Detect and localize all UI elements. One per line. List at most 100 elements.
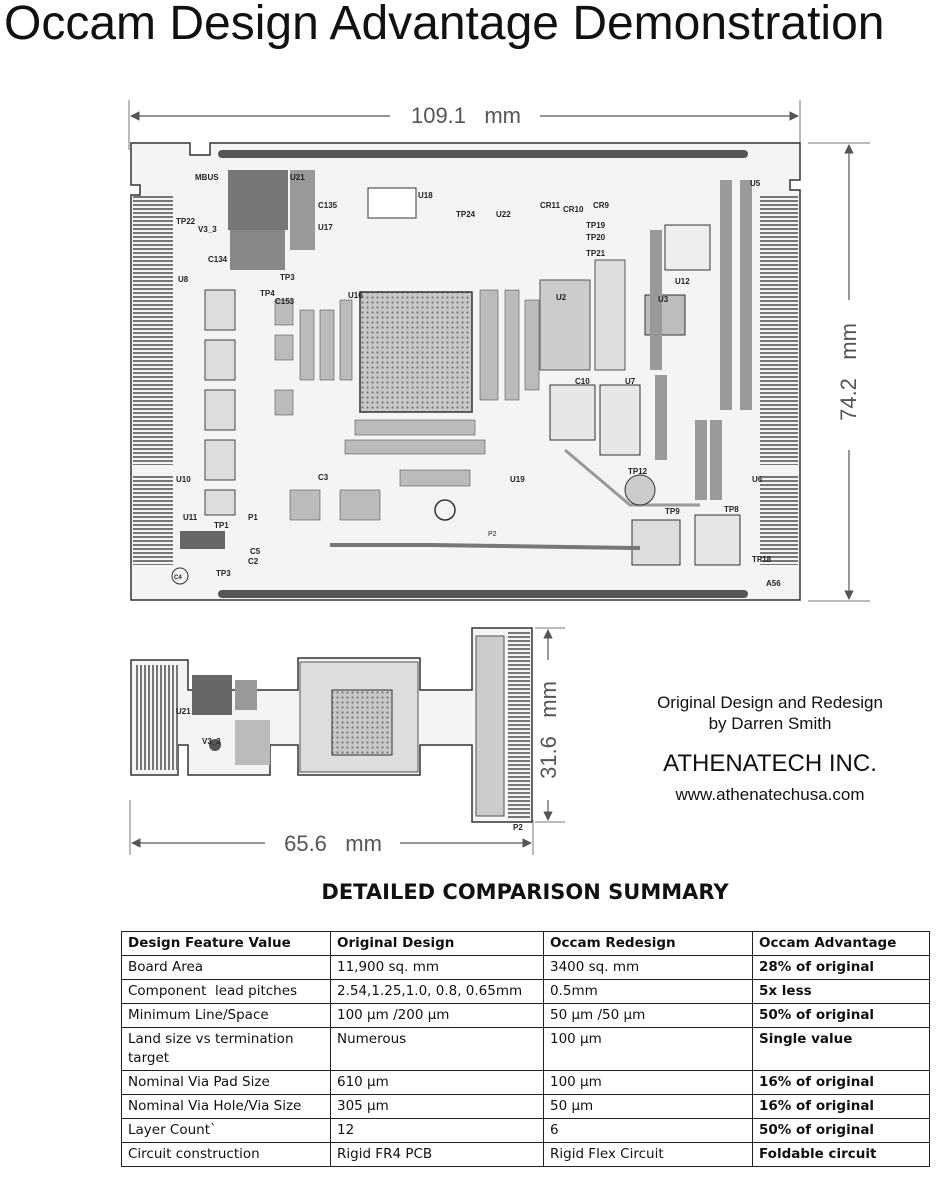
cell-redesign: 50 µm [543, 1094, 753, 1119]
cell-feature: Component lead pitches [121, 979, 331, 1004]
width-dimension-original: 109.1 mm [128, 100, 801, 150]
height-dimension-redesign: 31.6 mm [535, 627, 565, 823]
label-v3-3: V3_3 [198, 225, 217, 234]
cell-original: 610 µm [330, 1070, 544, 1095]
table-row: Circuit construction Rigid FR4 PCB Rigid… [121, 1142, 930, 1167]
cell-advantage: Single value [752, 1027, 930, 1071]
cell-advantage: Foldable circuit [752, 1142, 930, 1167]
label-p2: U6 [752, 475, 763, 484]
label-tp1: U8 [178, 275, 189, 284]
cell-advantage: 50% of original [752, 1118, 930, 1143]
cell-feature: Layer Count` [121, 1118, 331, 1143]
label-tp19: TP19 [586, 221, 606, 230]
summary-title: DETAILED COMPARISON SUMMARY [321, 880, 729, 904]
header-redesign: Occam Redesign [543, 931, 753, 956]
label-tp20: TP20 [586, 233, 606, 242]
cell-original: 2.54,1.25,1.0, 0.8, 0.65mm [330, 979, 544, 1004]
cell-redesign: 100 µm [543, 1027, 753, 1071]
cell-advantage: 16% of original [752, 1094, 930, 1119]
height-dimension-original: 74.2 mm [808, 142, 870, 602]
table-row: Land size vs termination target Numerous… [121, 1027, 930, 1071]
label-u22: U22 [496, 210, 511, 219]
comparison-table: Design Feature Value Original Design Occ… [121, 931, 930, 1167]
cell-original: 100 µm /200 µm [330, 1003, 544, 1028]
label-c5: U11 [183, 513, 198, 522]
label-c134: C134 [208, 255, 228, 264]
label-c120: U19 [510, 475, 525, 484]
page-title: Occam Design Advantage Demonstration [4, 0, 885, 50]
label-u12: U12 [675, 277, 690, 286]
table-row: Component lead pitches 2.54,1.25,1.0, 0.… [121, 979, 930, 1004]
cell-redesign: 100 µm [543, 1070, 753, 1095]
label-a01: C4 [174, 575, 182, 581]
cell-advantage: 16% of original [752, 1070, 930, 1095]
label-u2: TP8 [724, 505, 739, 514]
redesign-height-label: 31.6 mm [536, 681, 561, 779]
label-u21: U21 [290, 173, 305, 182]
label-tp22: TP22 [176, 217, 196, 226]
label-u16: U16 [348, 291, 363, 300]
original-board: MBUS U21 C135 U17 U18 TP24 U22 CR11 CR10… [130, 142, 801, 601]
cell-feature: Land size vs termination target [121, 1027, 331, 1071]
redesign-board: U21 V3_3 P2 [130, 627, 533, 832]
table-row: Board Area 11,900 sq. mm 3400 sq. mm 28%… [121, 955, 930, 980]
width-dimension-redesign: 65.6 mm [129, 800, 534, 856]
cell-original: 11,900 sq. mm [330, 955, 544, 980]
height-dimension-label: 74.2 mm [836, 323, 861, 421]
label-u3: U3 [658, 295, 669, 304]
cell-original: 12 [330, 1118, 544, 1143]
cell-redesign: 3400 sq. mm [543, 955, 753, 980]
table-row: Layer Count` 12 6 50% of original [121, 1118, 930, 1143]
label-a1: TP18 [752, 555, 772, 564]
label-u18: U18 [418, 191, 433, 200]
cell-original: Rigid FR4 PCB [330, 1142, 544, 1167]
label-u5: C10 [575, 377, 590, 386]
label-cr9: CR9 [593, 201, 610, 210]
cell-redesign: 0.5mm [543, 979, 753, 1004]
label-p1: U10 [176, 475, 191, 484]
label-redesign-p2: P2 [513, 823, 523, 832]
header-original: Original Design [330, 931, 544, 956]
label-tp21: TP21 [586, 249, 606, 258]
label-u7: TP9 [665, 507, 680, 516]
cell-feature: Nominal Via Hole/Via Size [121, 1094, 331, 1119]
pcb-illustration: 109.1 mm 74.2 mm [128, 100, 870, 856]
label-tp4: TP4 [260, 289, 275, 298]
header-advantage: Occam Advantage [752, 931, 930, 956]
cell-redesign: 50 µm /50 µm [543, 1003, 753, 1028]
credit-line-1: Original Design and Redesign [657, 693, 883, 712]
label-tp24: TP24 [456, 210, 476, 219]
cell-feature: Board Area [121, 955, 331, 980]
label-c153: C153 [275, 297, 295, 306]
table-row: Nominal Via Hole/Via Size 305 µm 50 µm 1… [121, 1094, 930, 1119]
label-tp3: TP3 [280, 273, 295, 282]
cell-advantage: 5x less [752, 979, 930, 1004]
cell-feature: Circuit construction [121, 1142, 331, 1167]
label-tp18: U2 [556, 293, 567, 302]
cell-redesign: Rigid Flex Circuit [543, 1142, 753, 1167]
label-c34: C3 [318, 473, 329, 482]
label-c135: C135 [318, 201, 338, 210]
label-mbus: MBUS [195, 173, 219, 182]
cell-feature: Minimum Line/Space [121, 1003, 331, 1028]
label-cr11: CR11 [540, 201, 561, 210]
table-header-row: Design Feature Value Original Design Occ… [121, 931, 930, 956]
label-x2: A56 [766, 579, 781, 588]
label-c2: TP1 [214, 521, 229, 530]
label-cr10: CR10 [563, 205, 584, 214]
header-feature: Design Feature Value [121, 931, 331, 956]
credit-line-2: by Darren Smith [708, 714, 832, 733]
table-row: Minimum Line/Space 100 µm /200 µm 50 µm … [121, 1003, 930, 1028]
cell-redesign: 6 [543, 1118, 753, 1143]
cell-original: 305 µm [330, 1094, 544, 1119]
cell-feature: Nominal Via Pad Size [121, 1070, 331, 1095]
label-c10: TP12 [628, 467, 648, 476]
table-row: Nominal Via Pad Size 610 µm 100 µm 16% o… [121, 1070, 930, 1095]
label-redesign-u21: U21 [176, 707, 191, 716]
label-tp25: P1 [248, 513, 258, 522]
label-tp2: TP3 [216, 569, 231, 578]
label-tp3b: C5 [250, 547, 261, 556]
company-url: www.athenatechusa.com [675, 785, 865, 804]
redesign-width-label: 65.6 mm [284, 831, 382, 856]
cell-advantage: 50% of original [752, 1003, 930, 1028]
